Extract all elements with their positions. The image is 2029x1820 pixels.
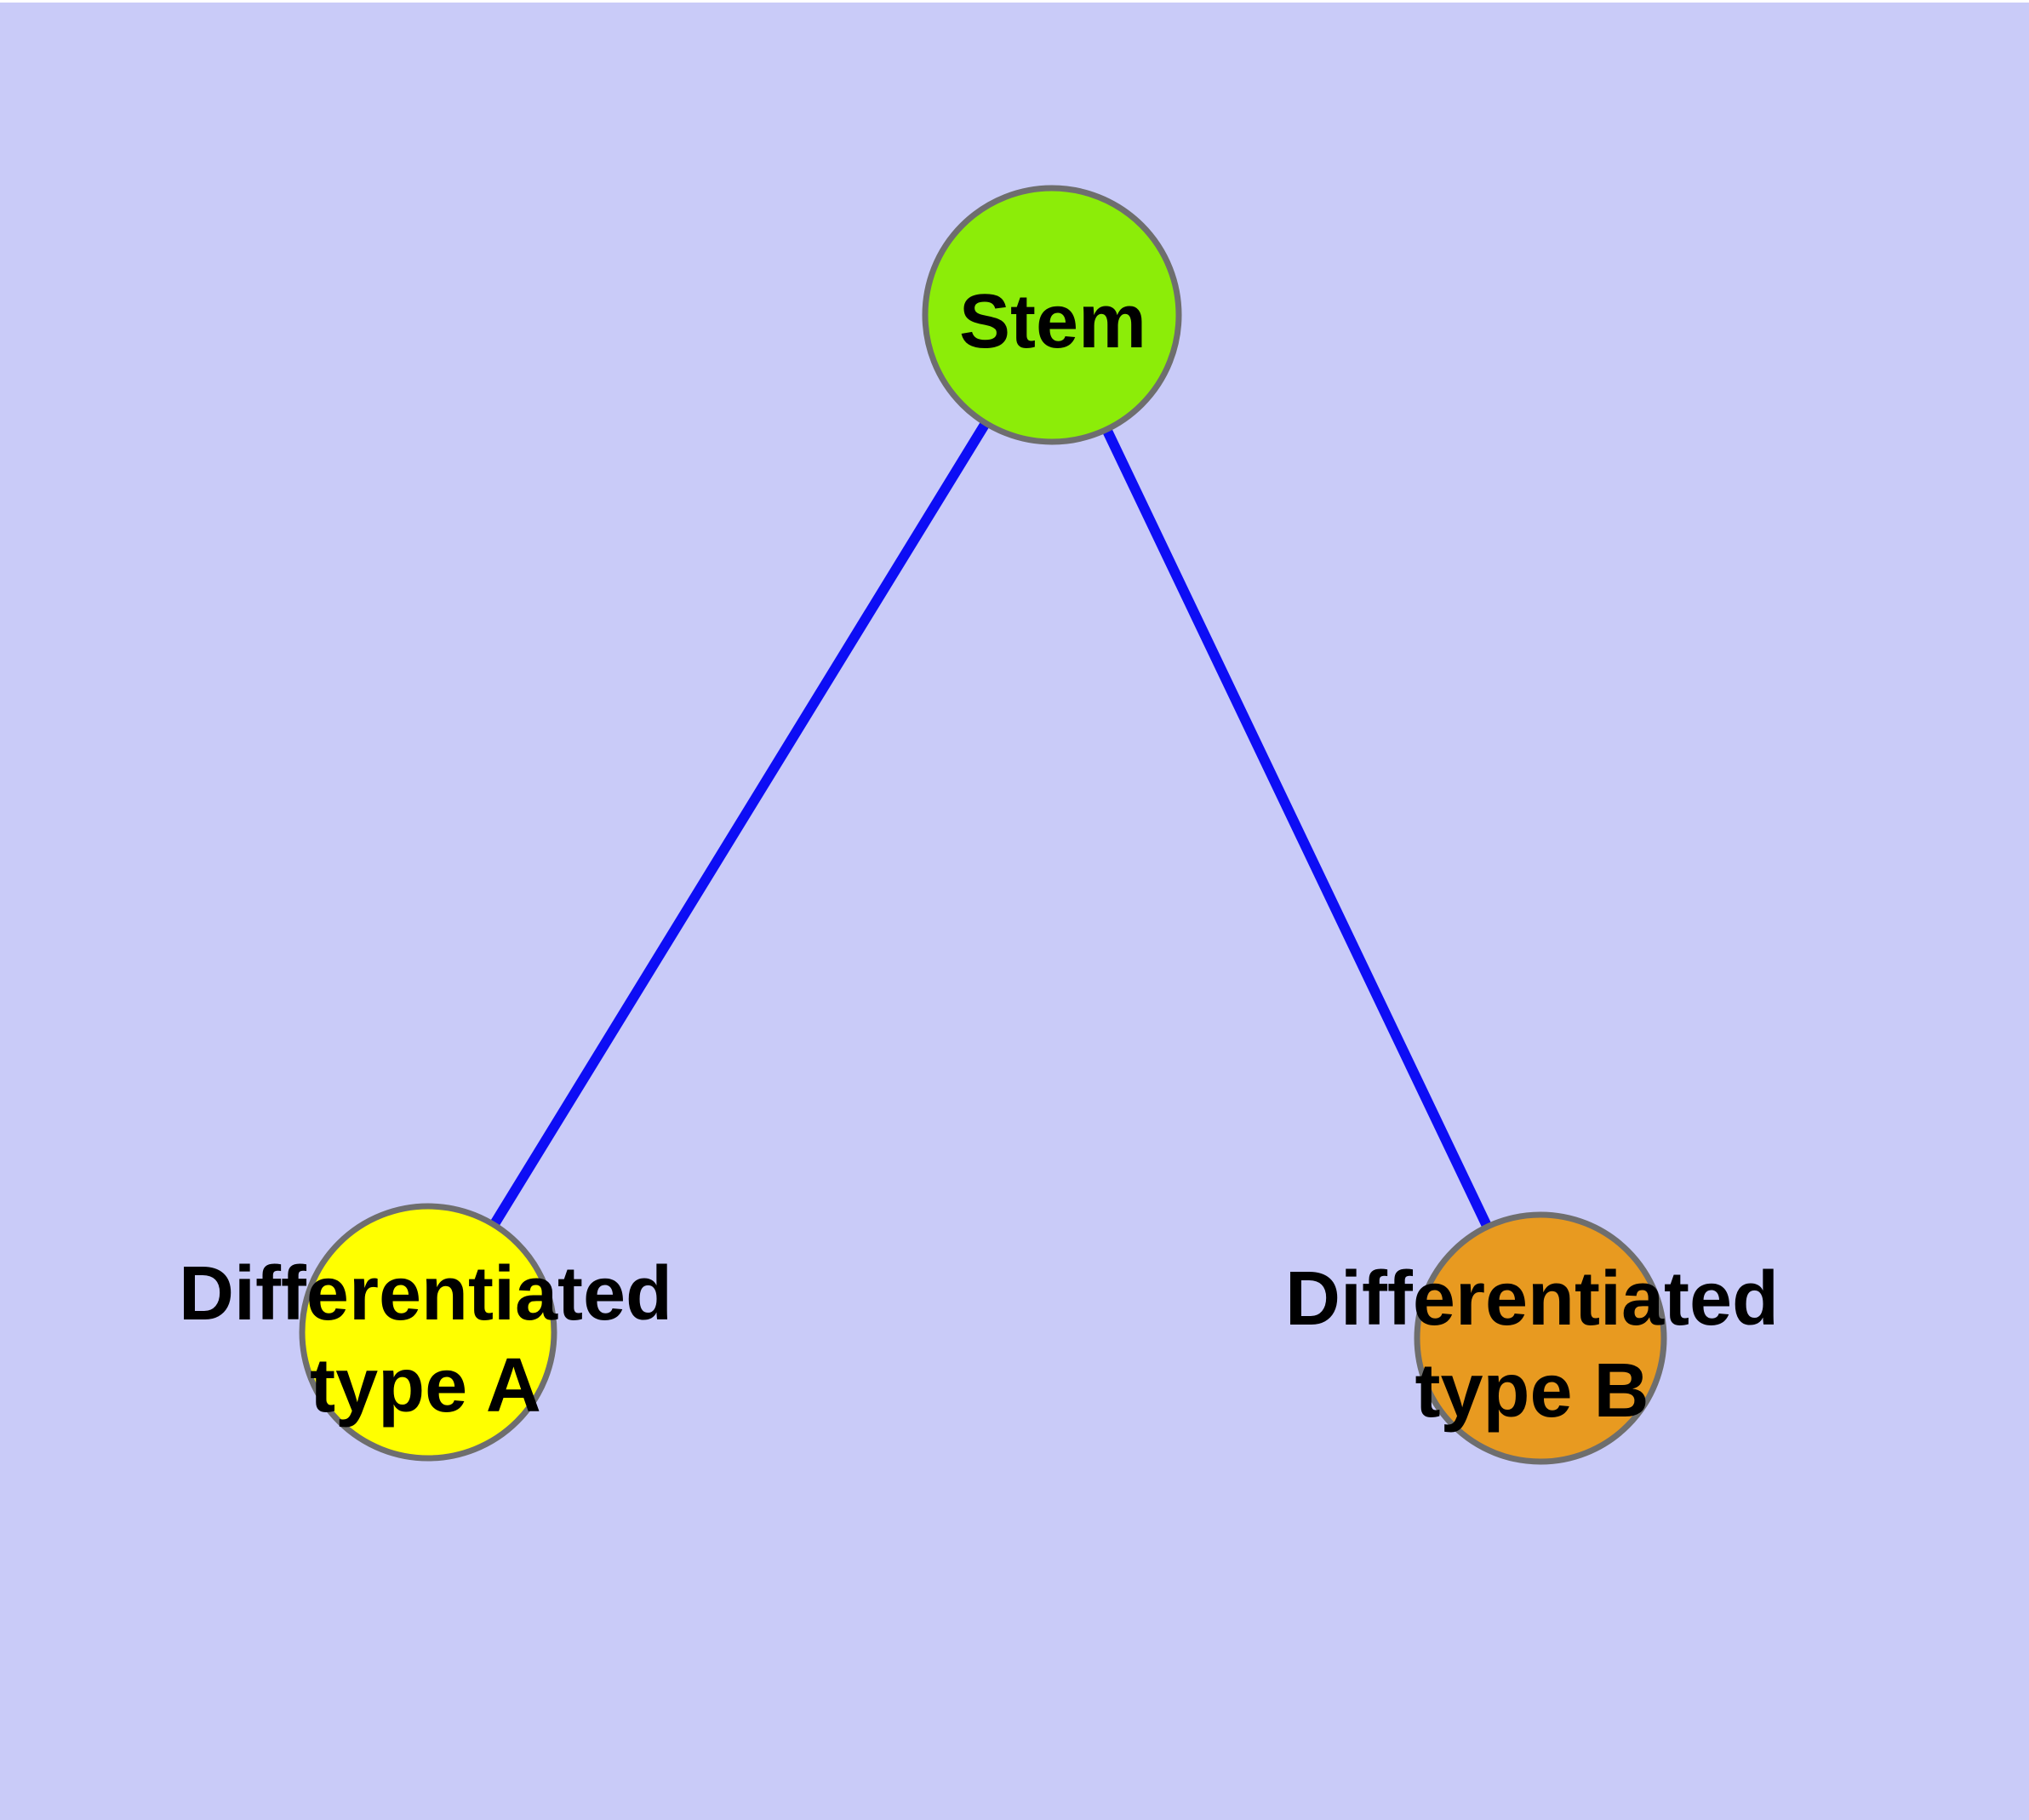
node-differentiated-type-b-label-line1: Differentiated bbox=[1285, 1256, 1779, 1342]
node-stem-label-line1: Stem bbox=[959, 279, 1146, 364]
node-differentiated-type-a-label-line2: type A bbox=[310, 1343, 541, 1428]
node-differentiated-type-a-label-line1: Differentiated bbox=[179, 1251, 672, 1336]
node-differentiated-type-b-label-line2: type B bbox=[1415, 1348, 1649, 1434]
